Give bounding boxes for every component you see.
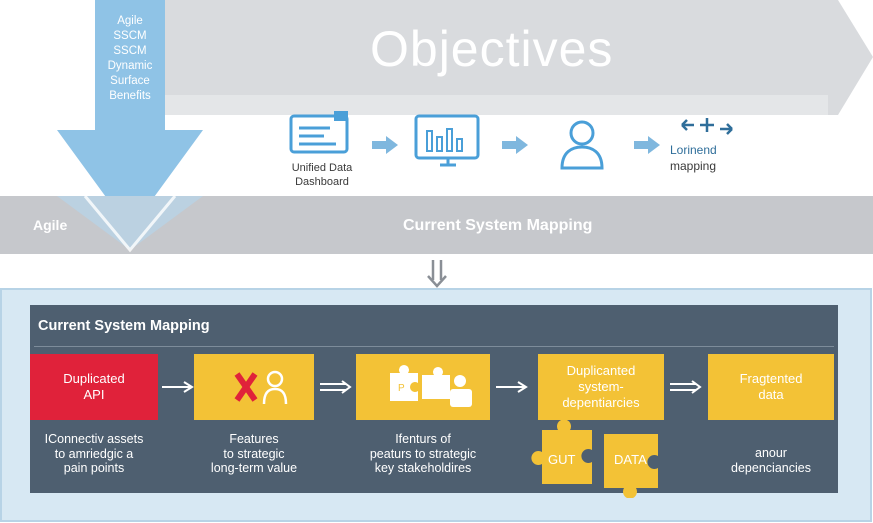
card-features — [194, 354, 314, 420]
user-icon — [560, 120, 604, 170]
flow-arrow-icon — [496, 381, 528, 393]
panel-title: Current System Mapping — [38, 318, 210, 334]
card-text: Duplicanted — [566, 363, 636, 378]
card-description: anour depenciancies — [708, 446, 834, 475]
objectives-banner — [160, 0, 873, 115]
desc-line: Ifenturs of — [395, 432, 451, 446]
card-text: API — [83, 387, 105, 402]
desc-line: long-term value — [210, 461, 298, 475]
desc-line: key stakeholdires — [374, 461, 472, 475]
band-left-label: Agile — [33, 217, 68, 233]
desc-line: pain points — [63, 461, 125, 475]
band-center-label: Current System Mapping — [403, 217, 593, 234]
svg-text:P: P — [398, 383, 405, 394]
puzzle-data-label: DATA — [614, 452, 647, 467]
card-text: Duplicated — [63, 371, 125, 386]
card-text: data — [758, 387, 784, 402]
desc-line: peaturs to strategic — [369, 446, 477, 461]
arrows-icon — [681, 118, 733, 135]
panel-divider — [34, 346, 834, 347]
dashboard-label: Unified Data Dashboard — [284, 161, 360, 189]
card-text: depentiarcies — [562, 395, 640, 410]
arrow-label: SSCM — [113, 45, 147, 57]
desc-line: Features — [229, 432, 279, 446]
card-puzzle: P — [356, 354, 490, 420]
double-arrow-icon — [670, 380, 702, 394]
flow-arrow-icon — [372, 136, 398, 154]
desc-line: to amriedgic a — [54, 446, 134, 461]
card-duplicated-system: Duplicanted system- depentiarcies — [538, 354, 664, 420]
dashboard-label-line: Dashboard — [295, 176, 349, 188]
arrow-tip-overlay — [57, 196, 203, 253]
x-user-icon — [234, 370, 288, 405]
mapping-label-line: mapping — [670, 159, 717, 173]
card-text: Fragtented — [739, 371, 803, 386]
card-duplicated-api: Duplicated API — [30, 354, 158, 420]
desc-line: depenciancies — [731, 460, 811, 475]
flow-arrow-icon — [634, 136, 660, 154]
mapping-label-line: Lorinend — [670, 143, 717, 157]
arrow-label: Benefits — [109, 90, 151, 102]
dashboard-label-line: Unified Data — [291, 162, 353, 174]
monitor-chart-icon — [414, 114, 480, 167]
puzzle-person-icon: P — [390, 365, 472, 407]
desc-line: to strategic — [223, 446, 285, 461]
mapping-label: Lorinend mapping — [670, 142, 740, 174]
card-description: IConnectiv assets to amriedgic a pain po… — [30, 432, 158, 476]
double-down-arrow-icon — [427, 260, 447, 288]
desc-line: anour — [755, 446, 787, 460]
desc-line: IConnectiv assets — [44, 432, 144, 446]
page-title: Objectives — [370, 21, 614, 77]
flow-arrow-icon — [502, 136, 528, 154]
card-fragmented-data: Fragtented data — [708, 354, 834, 420]
arrow-label: Dynamic — [107, 60, 153, 72]
arrow-text-list: Agile SSCM SSCM Dynamic Surface Benefits — [95, 14, 165, 104]
arrow-label: Agile — [117, 15, 143, 27]
arrow-label: Surface — [110, 75, 150, 87]
card-description: Features to strategic long-term value — [194, 432, 314, 476]
card-text: system- — [578, 379, 624, 394]
flow-arrow-icon — [162, 381, 194, 393]
arrow-label: SSCM — [113, 30, 147, 42]
dashboard-icon — [289, 111, 349, 154]
double-arrow-icon — [320, 380, 352, 394]
puzzle-gut-label: GUT — [548, 452, 576, 467]
puzzle-pieces-graphic — [531, 420, 658, 498]
card-description: Ifenturs of peaturs to strategic key sta… — [356, 432, 490, 476]
